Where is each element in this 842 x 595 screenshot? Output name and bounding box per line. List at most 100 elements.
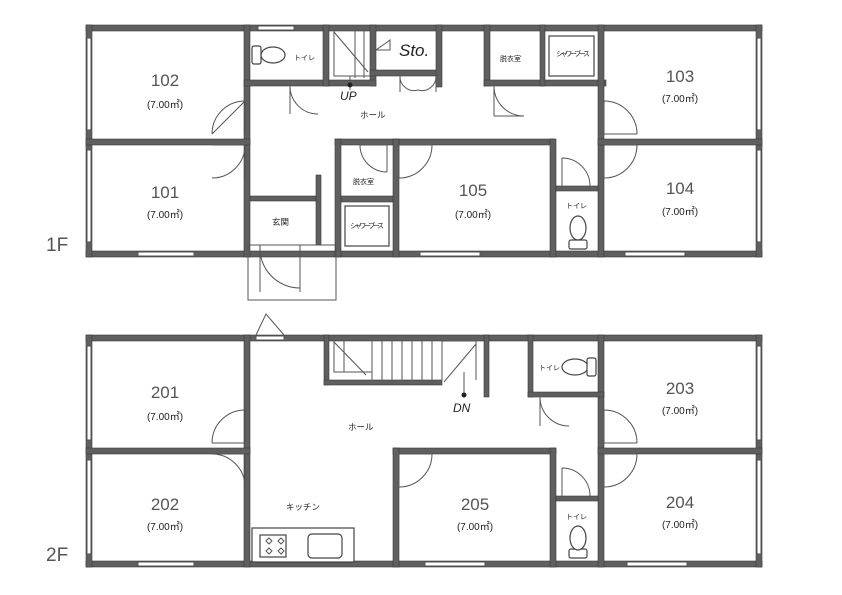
label-1f-toilet-mid: トイレ <box>566 202 587 210</box>
wall-2f-toilet-mid-top <box>555 495 599 502</box>
window-2f-202-bottom <box>137 561 195 567</box>
label-2f-dn: DN <box>453 401 471 415</box>
room-203-number: 203 <box>666 379 694 398</box>
wall-1f-105-top <box>334 138 556 146</box>
room-101-area: (7.00㎡) <box>147 209 183 221</box>
window-1f-104-right <box>756 149 762 243</box>
door-2f-202 <box>211 453 246 488</box>
room-103-area: (7.00㎡) <box>662 93 698 105</box>
door-2f-balcony <box>255 313 285 336</box>
room-205-area: (7.00㎡) <box>457 521 493 533</box>
wall-1f-toilet-right <box>322 24 330 87</box>
wall-1f-storage-bottom <box>369 69 441 77</box>
wall-1f-shower-mid-top <box>340 195 394 203</box>
floor-1f: 102 (7.00㎡) 101 (7.00㎡) 105 (7.00㎡) 103 … <box>46 24 763 301</box>
label-1f-entrance: 玄関 <box>272 217 289 228</box>
label-1f-shower-mid: シャワーブース <box>350 221 384 230</box>
wall-2f-205-left <box>392 447 400 568</box>
wall-1f-dressing-mid-right <box>392 138 400 258</box>
door-1f-storage <box>399 75 437 92</box>
door-1f-102 <box>211 100 246 135</box>
window-2f-204-right <box>756 459 762 555</box>
wall-1f-top <box>85 24 763 32</box>
label-1f-up: UP <box>340 89 357 103</box>
window-2f-201-left <box>86 345 92 441</box>
window-1f-101-left <box>86 149 92 243</box>
toilet-fixture-1f-mid <box>568 215 588 250</box>
window-2f-202-left <box>86 459 92 555</box>
label-2f-kitchen: キッチン <box>286 503 320 513</box>
wall-2f-203-204-divider <box>597 447 763 455</box>
label-1f-hall: ホール <box>360 111 386 121</box>
wall-1f-hall-stub <box>328 79 377 87</box>
wall-2f-toilet-bottom <box>527 391 605 398</box>
sink-icon <box>307 533 343 559</box>
wall-2f-205-right <box>549 447 557 568</box>
floor-2f: 201 (7.00㎡) 202 (7.00㎡) 205 (7.00㎡) 203 … <box>46 313 763 568</box>
label-2f-toilet-top: トイレ <box>539 364 560 372</box>
label-1f-shower-top: シャワーブース <box>556 49 590 58</box>
room-201-number: 201 <box>151 383 179 402</box>
wall-1f-toilet-mid-top <box>555 185 599 192</box>
room-204-number: 204 <box>666 493 694 512</box>
window-1f-101-bottom <box>137 251 195 257</box>
label-2f-hall: ホール <box>348 423 374 433</box>
wall-1f-shower-left <box>539 24 546 87</box>
wall-2f-top <box>85 334 763 342</box>
door-1f-entrance <box>259 244 301 292</box>
wall-1f-dressing-left <box>483 24 491 87</box>
room-101-number: 101 <box>151 183 179 202</box>
window-1f-103-right <box>756 37 762 131</box>
window-2f-204-bottom <box>626 561 688 567</box>
door-1f-dressing-mid <box>359 144 388 173</box>
wall-2f-stair-bottom <box>323 379 443 386</box>
shower-booth-1f-top <box>548 35 595 77</box>
room-204-area: (7.00㎡) <box>662 519 698 531</box>
window-2f-205-bottom <box>424 561 486 567</box>
stairs-1f <box>333 31 391 90</box>
room-202-number: 202 <box>151 495 179 514</box>
room-202-area: (7.00㎡) <box>147 521 183 533</box>
door-1f-104 <box>603 144 638 179</box>
room-205-number: 205 <box>461 495 489 514</box>
wall-1f-entrance-right <box>315 174 322 246</box>
label-1f-dressing-top: 脱衣室 <box>500 54 521 63</box>
window-1f-toilet-top <box>257 25 295 31</box>
floor-label-2f: 2F <box>46 545 68 566</box>
room-103-number: 103 <box>666 67 694 86</box>
label-1f-toilet-top: トイレ <box>294 54 315 62</box>
floor-label-1f: 1F <box>46 235 68 256</box>
room-102-number: 102 <box>151 71 179 90</box>
door-1f-105 <box>398 144 433 179</box>
label-1f-storage: Sto. <box>399 41 429 60</box>
room-104-area: (7.00㎡) <box>662 206 698 218</box>
wall-2f-201-202-divider <box>85 447 251 455</box>
window-1f-105-bottom <box>419 251 481 257</box>
toilet-fixture-2f-top <box>561 357 597 377</box>
window-2f-hall-top <box>255 335 285 341</box>
wall-1f-dressing-mid-left <box>334 138 342 258</box>
wall-2f-205-top <box>392 447 557 455</box>
window-1f-102-left <box>86 37 92 131</box>
door-1f-dressing <box>493 85 525 117</box>
room-105-number: 105 <box>459 181 487 200</box>
window-2f-203-right <box>756 345 762 441</box>
room-105-area: (7.00㎡) <box>455 209 491 221</box>
door-2f-203 <box>603 409 638 444</box>
door-1f-toilet <box>289 85 319 115</box>
wall-1f-entrance-top <box>249 195 317 202</box>
door-2f-201 <box>211 409 246 444</box>
room-203-area: (7.00㎡) <box>662 405 698 417</box>
stairs-2f <box>333 340 477 398</box>
wall-1f-storage-right <box>435 24 443 88</box>
door-1f-103 <box>603 100 638 135</box>
kitchen-counter <box>251 527 355 563</box>
wall-1f-103-104-divider <box>597 138 763 146</box>
wall-2f-stair-right <box>483 334 490 398</box>
room-201-area: (7.00㎡) <box>147 411 183 423</box>
wall-2f-stair-left <box>323 334 330 386</box>
door-1f-toilet-mid <box>561 157 591 187</box>
wall-1f-101-102-divider <box>85 138 251 146</box>
door-2f-205 <box>398 453 433 488</box>
